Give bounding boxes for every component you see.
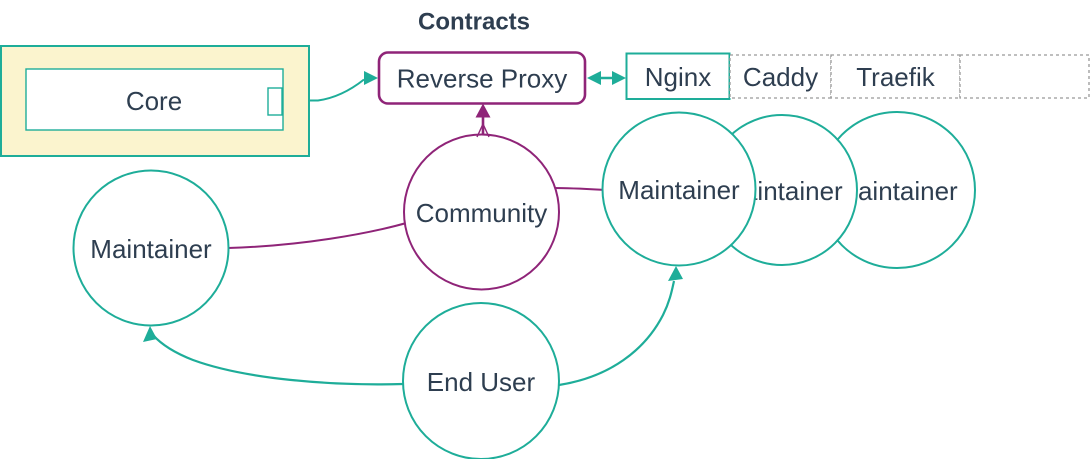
community-circle — [403, 133, 560, 291]
arrowhead-into-reverse-proxy — [364, 71, 378, 85]
cell-nginx-label: Nginx — [645, 62, 711, 92]
reverse-proxy-node-group: Reverse Proxy — [377, 51, 587, 105]
core-node — [25, 68, 284, 131]
cell-nginx — [625, 52, 731, 100]
diagram-title: Contracts — [418, 9, 530, 36]
cell-traefik-label: Traefik — [856, 62, 935, 92]
core-label: Core — [126, 86, 182, 116]
arrowhead-into-reverse-proxy-bottom — [475, 103, 491, 118]
cell-empty — [959, 54, 1090, 99]
edge-end-user-to-maintainer-group — [558, 266, 683, 387]
edge-community-to-maintainer-group — [551, 187, 607, 191]
maintainer-1-label: Maintainer — [618, 175, 740, 205]
community-label: Community — [416, 198, 547, 228]
arrowhead-into-reverse-proxy-right — [587, 71, 601, 85]
arrowhead-into-maintainer-left — [143, 326, 157, 342]
arrowhead-chevron-at-community-top — [476, 122, 490, 138]
maintainer-group: Maintainer Maintainer Maintainer — [601, 111, 976, 269]
end-user-circle — [402, 302, 560, 459]
end-user-label: End User — [427, 367, 536, 397]
reverse-proxy-label: Reverse Proxy — [397, 64, 568, 94]
edge-community-to-maintainer-left — [227, 221, 411, 249]
cell-caddy-label: Caddy — [743, 62, 818, 92]
edge-core-to-reverse-proxy-line — [282, 78, 365, 102]
arrowhead-into-maintainer-group — [668, 266, 683, 281]
reverse-proxy-node — [377, 51, 587, 105]
maintainer-left-circle — [72, 169, 230, 327]
cell-caddy — [729, 54, 832, 99]
edge-core-to-reverse-proxy — [282, 71, 378, 102]
arrowhead-into-nginx — [612, 71, 626, 85]
edge-end-user-to-maintainer-group-line — [558, 280, 676, 387]
proxy-options-row: Nginx Caddy Traefik — [625, 52, 1090, 100]
core-port — [267, 87, 283, 116]
edge-end-user-to-maintainer-left — [143, 326, 404, 386]
edge-reverse-proxy-to-nginx — [587, 71, 626, 85]
core-node-group: Core — [0, 45, 310, 157]
maintainer-circle-1 — [601, 111, 757, 267]
maintainer-left-label: Maintainer — [90, 234, 212, 264]
edge-community-to-reverse-proxy — [475, 103, 491, 138]
edge-end-user-to-maintainer-left-line — [152, 334, 404, 386]
